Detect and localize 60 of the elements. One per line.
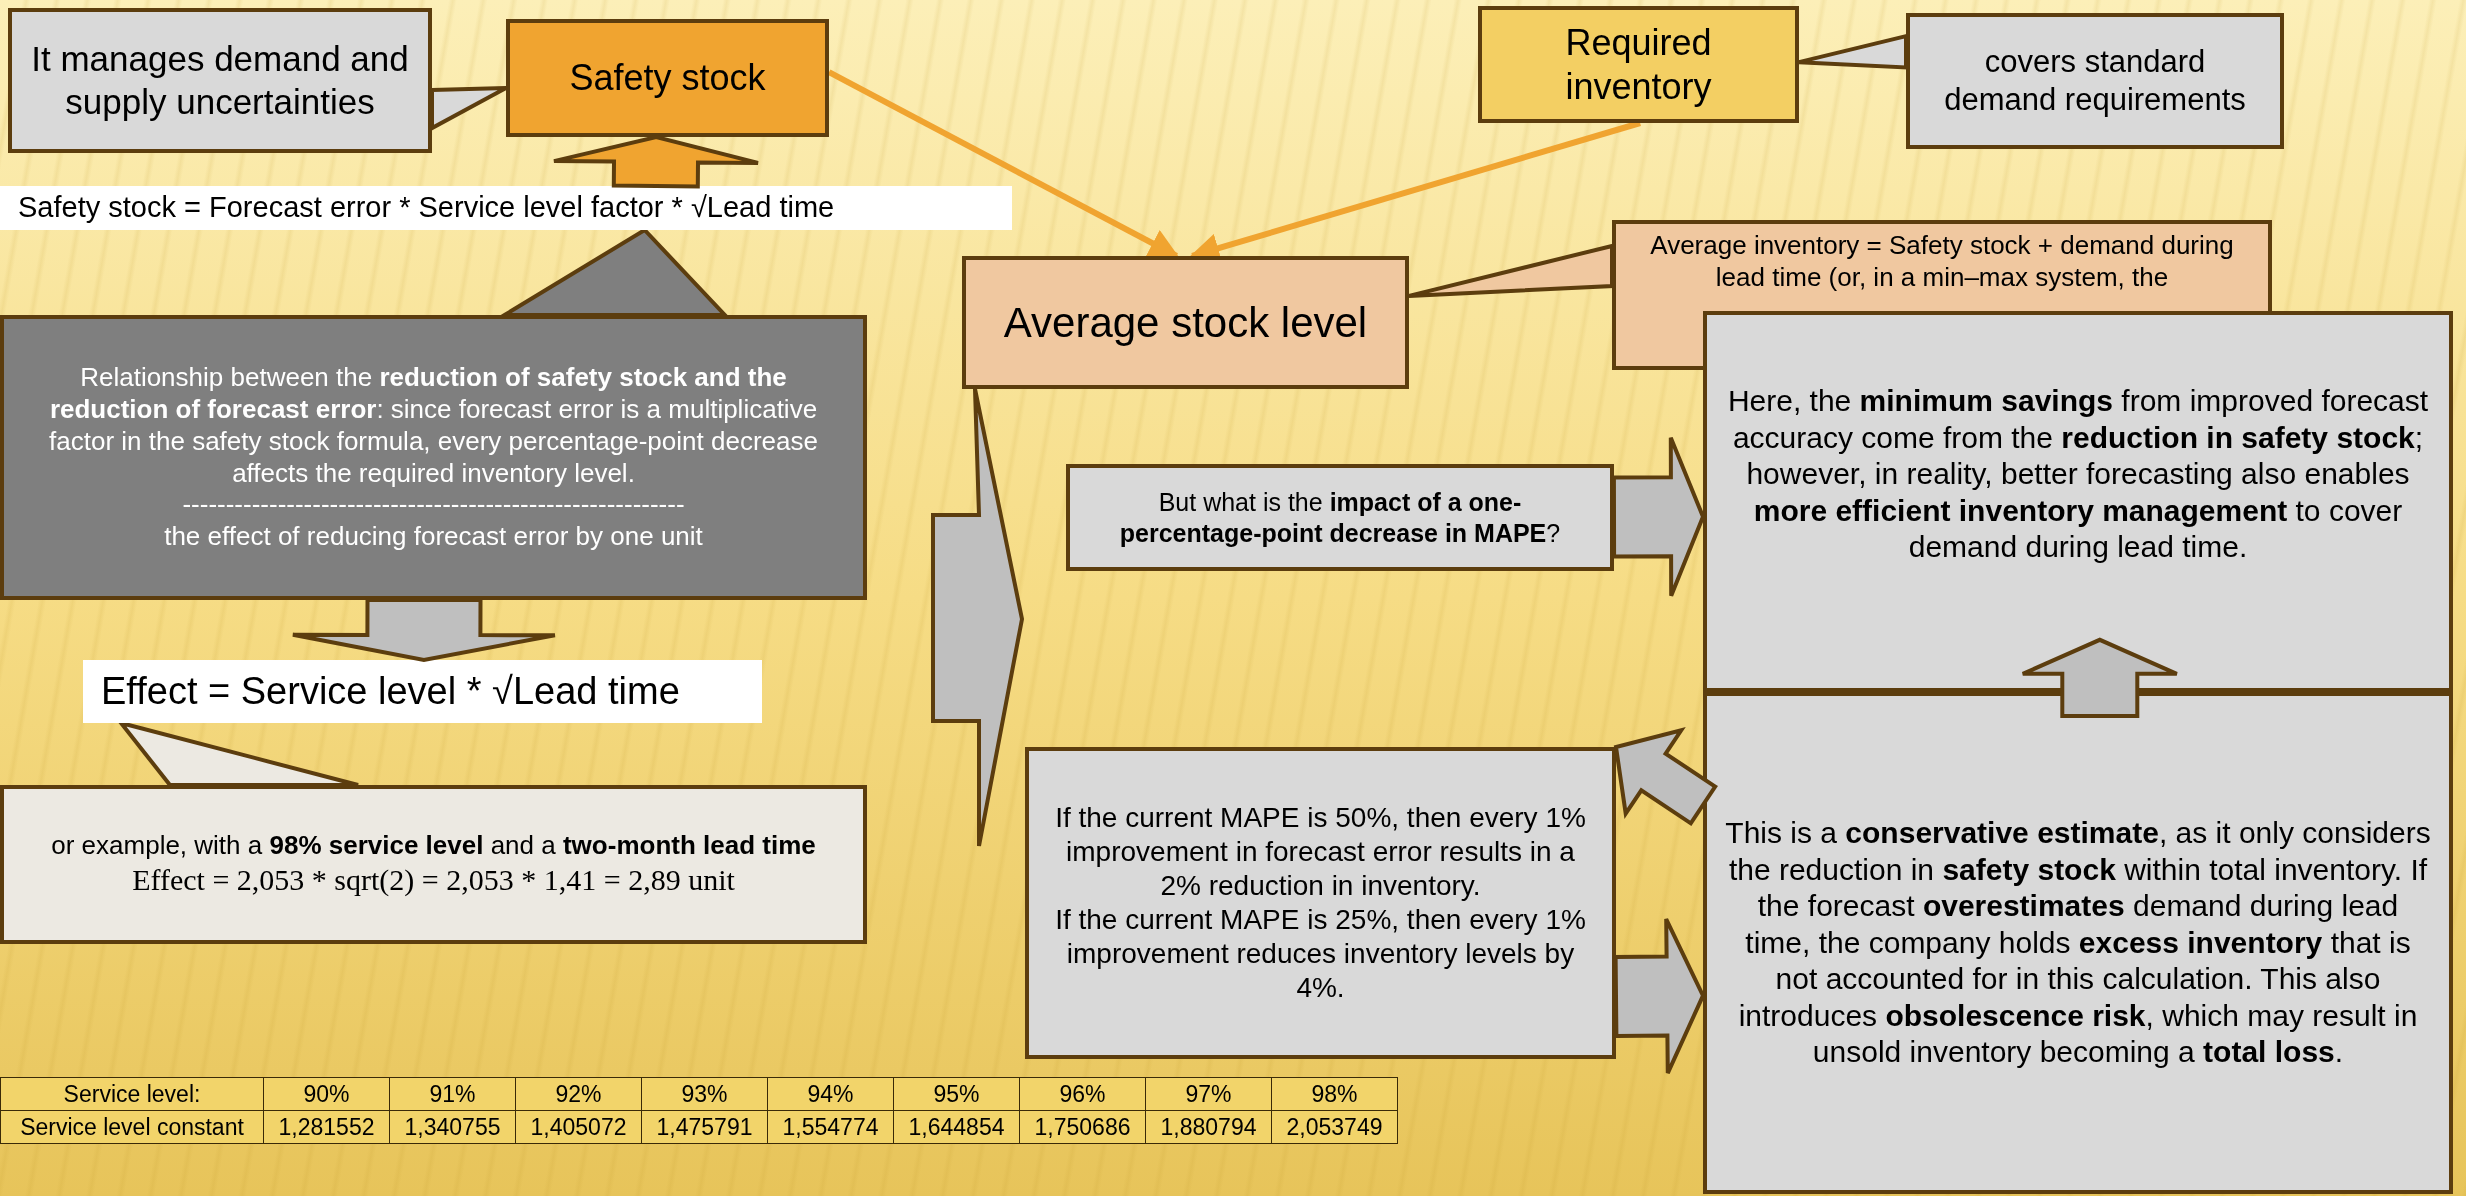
block-arrow [290, 597, 557, 663]
table-cell: 94% [767, 1077, 894, 1111]
process-box [506, 19, 829, 137]
box-text: This is a conservative estimate, as it only considers the reduction in safety stock within total inventory. If the forecast overestimates demand during lead time, the company holds excess inventory that is not accounted for in this calculation. This also introduces obsolescence risk, which may result in unsold inventory becoming a total loss. [1725, 814, 2431, 1071]
table-cell: 1,880794 [1145, 1110, 1272, 1144]
table-cell: 1,644854 [893, 1110, 1020, 1144]
table-cell: 1,281552 [263, 1110, 390, 1144]
table-cell: 97% [1145, 1077, 1272, 1111]
text-box [1066, 464, 1614, 571]
table-cell: 98% [1271, 1077, 1398, 1111]
text-box [1703, 692, 2453, 1194]
table-cell: 92% [515, 1077, 642, 1111]
formula-text: Safety stock = Forecast error * Service level factor * √Lead time [18, 190, 835, 226]
callout-box [8, 8, 432, 153]
block-arrow [931, 387, 1025, 848]
callout-pointer [1407, 243, 1614, 298]
table-cell: 95% [893, 1077, 1020, 1111]
table-cell: 93% [641, 1077, 768, 1111]
process-box [962, 256, 1409, 389]
callout-text: Effect = 2,053 * sqrt(2) = 2,053 * 1,41 = 2,89 unit [132, 862, 735, 899]
callout-box [1906, 13, 2284, 149]
box-label: Safety stock [569, 56, 766, 100]
callout-text: It manages demand and supply uncertainties [30, 37, 410, 123]
callout-text: the effect of reducing forecast error by one unit [164, 520, 703, 553]
callout-pointer [430, 86, 508, 132]
table-cell: 1,475791 [641, 1110, 768, 1144]
box-text: If the current MAPE is 50%, then every 1% improvement in forecast error results in a 2% reduction in inventory. [1054, 800, 1587, 903]
callout-pointer [1797, 33, 1908, 70]
table-cell: 90% [263, 1077, 390, 1111]
table-cell: 2,053749 [1271, 1110, 1398, 1144]
text-box [1025, 747, 1616, 1059]
callout-text: covers standard demand requirements [1943, 43, 2247, 119]
box-label: Required inventory [1564, 20, 1713, 109]
box-label: Average stock level [1003, 297, 1368, 348]
row-header-cell: Service level: [0, 1077, 264, 1111]
box-text: If the current MAPE is 25%, then every 1% improvement reduces inventory levels by 4%. [1054, 903, 1587, 1006]
divider-text: ---------------------------------------------------------- [182, 489, 685, 521]
formula-band [83, 660, 762, 723]
text-box [1703, 311, 2453, 692]
callout-text: Relationship between the reduction of safety stock and the reduction of forecast error: since forecast error is a multiplicative factor in the safety stock formula, every percentage-point decrease affects the required inventory level. [48, 362, 819, 490]
block-arrow [552, 134, 760, 189]
formula-band [0, 186, 1012, 230]
table-cell: 96% [1019, 1077, 1146, 1111]
table-cell: 1,340755 [389, 1110, 516, 1144]
block-arrow [2020, 637, 2179, 719]
row-header-cell: Service level constant [0, 1110, 264, 1144]
callout-text: Average inventory = Safety stock + demand during lead time (or, in a min–max system, the [1649, 230, 2235, 294]
process-box [1478, 6, 1799, 123]
table-cell: 1,750686 [1019, 1110, 1146, 1144]
table-cell: 91% [389, 1077, 516, 1111]
formula-text: Effect = Service level * √Lead time [101, 669, 680, 715]
block-arrow [1611, 435, 1706, 598]
box-text: But what is the impact of a one-percentage-point decrease in MAPE? [1118, 487, 1562, 548]
block-arrow [1613, 917, 1706, 1076]
box-text: Here, the minimum savings from improved forecast accuracy come from the reduction in safety stock; however, in reality, better forecasting also enables more efficient inventory management to cover demand during lead time. [1726, 383, 2430, 566]
callout-text: or example, with a 98% service level and a two-month lead time [51, 830, 816, 863]
arrow [827, 69, 1180, 259]
table-cell: 1,554774 [767, 1110, 894, 1144]
table-cell: 1,405072 [515, 1110, 642, 1144]
block-arrow [1613, 727, 1718, 827]
